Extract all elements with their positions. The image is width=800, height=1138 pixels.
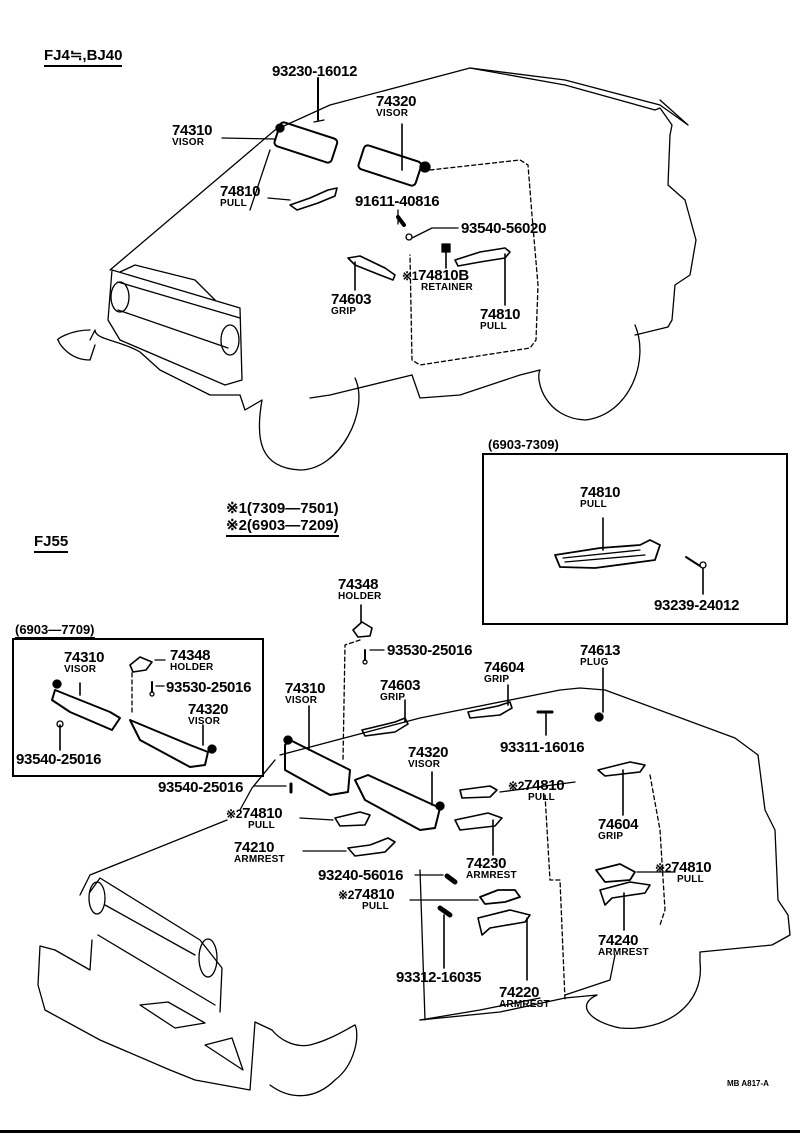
fj55-body-outline	[37, 687, 791, 1097]
callout[interactable]: ※274810 PULL	[508, 777, 565, 803]
callout[interactable]: 74348 HOLDER	[170, 647, 214, 673]
callout[interactable]: 93240-56016	[318, 867, 404, 884]
serial-legend: ※1(7309—7501) ※2(6903—7209)	[226, 500, 339, 537]
inset-box-bottom-left	[12, 638, 264, 777]
inset-caption-top-right: (6903-7309)	[488, 437, 559, 452]
callout[interactable]: 91611-40816	[355, 193, 440, 210]
inset-bottom-left-parts	[51, 656, 217, 768]
callout[interactable]: 74613 PLUG	[580, 642, 621, 668]
callout[interactable]: 74210 ARMREST	[234, 839, 285, 865]
fj40-parts	[221, 77, 511, 306]
bottom-rule	[0, 1130, 800, 1133]
callout[interactable]: 74320 VISOR	[188, 701, 229, 727]
callout[interactable]: ※274810 PULL	[655, 859, 712, 885]
inset-caption-bottom-left: (6903—7709)	[15, 622, 95, 638]
callout[interactable]: ※174810B RETAINER	[402, 267, 473, 293]
section-title-fj40: FJ4≒,BJ40	[44, 46, 123, 67]
callout[interactable]: 74348 HOLDER	[338, 576, 382, 602]
callout[interactable]: 93530-25016	[166, 679, 252, 696]
section-title-fj55: FJ55	[34, 533, 69, 553]
inset-box-top-right	[482, 453, 788, 625]
fj40-body-outline	[57, 67, 697, 471]
callout[interactable]: 93230-16012	[272, 63, 358, 80]
callout[interactable]: 74320 VISOR	[376, 93, 417, 119]
callout[interactable]: 93540-25016	[16, 751, 102, 768]
callout[interactable]: 74310 VISOR	[64, 649, 105, 675]
callout[interactable]: 74220 ARMREST	[499, 984, 550, 1010]
callout[interactable]: 74240 ARMREST	[598, 932, 649, 958]
callout[interactable]: 93530-25016	[387, 642, 473, 659]
legend-line-1: ※1(7309—7501)	[226, 500, 339, 517]
callout[interactable]: 74603 GRIP	[331, 291, 372, 317]
callout[interactable]: 74810 PULL	[220, 183, 261, 209]
reference-code: MB A817-A	[727, 1079, 769, 1088]
callout[interactable]: 74604 GRIP	[598, 816, 639, 842]
callout[interactable]: ※274810 PULL	[226, 805, 283, 831]
callout[interactable]: ※274810 PULL	[338, 886, 395, 912]
callout[interactable]: 74810 PULL	[480, 306, 521, 332]
callout[interactable]: 74320 VISOR	[408, 744, 449, 770]
legend-line-2: ※2(6903—7209)	[226, 517, 339, 537]
callout[interactable]: 74603 GRIP	[380, 677, 421, 703]
callout[interactable]: 93312-16035	[396, 969, 482, 986]
callout[interactable]: 74230 ARMREST	[466, 855, 517, 881]
callout[interactable]: 93540-25016	[158, 779, 244, 796]
callout[interactable]: 74310 VISOR	[172, 122, 213, 148]
callout[interactable]: 74810 PULL	[580, 484, 621, 510]
fj55-parts	[239, 604, 676, 981]
callout[interactable]: 93540-56020	[461, 220, 547, 237]
callout[interactable]: 74310 VISOR	[285, 680, 326, 706]
callout[interactable]: 93239-24012	[654, 597, 740, 614]
callout[interactable]: 74604 GRIP	[484, 659, 525, 685]
inset-top-right-parts	[554, 517, 707, 595]
callout[interactable]: 93311-16016	[500, 739, 585, 756]
